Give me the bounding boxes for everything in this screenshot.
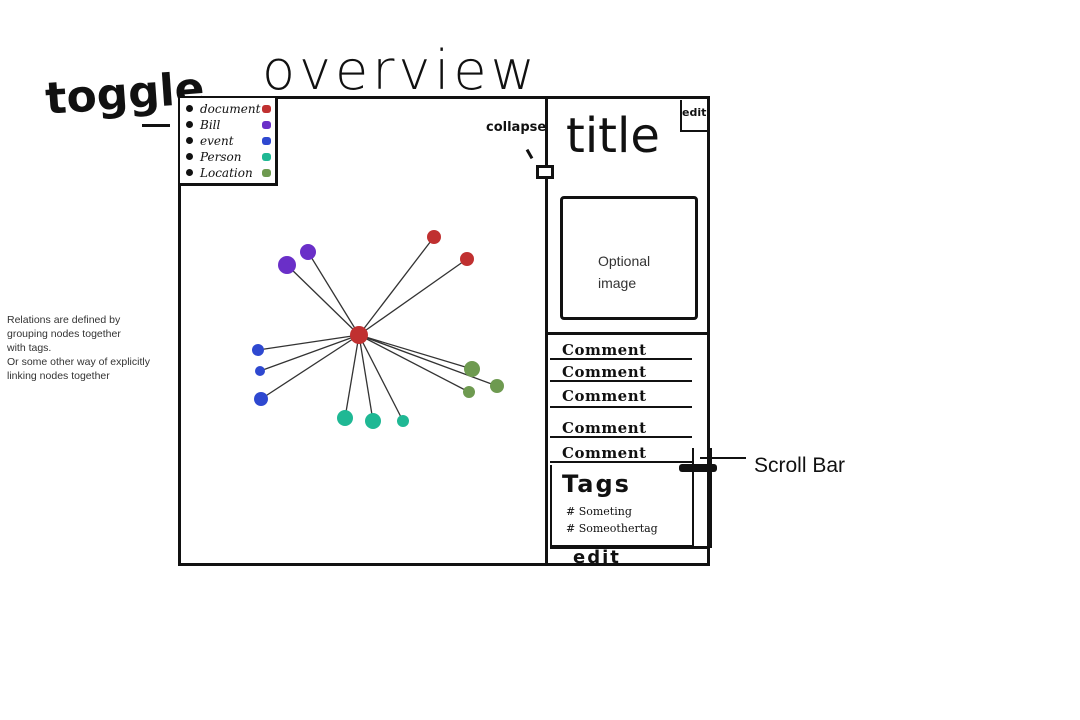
graph-edge xyxy=(307,251,360,336)
note-line: linking nodes together xyxy=(7,370,110,382)
graph-nodes xyxy=(252,230,504,429)
graph-node-document[interactable] xyxy=(460,252,474,266)
graph-node-bill[interactable] xyxy=(278,256,296,274)
scrollbar-thumb[interactable] xyxy=(679,464,717,472)
edit-title-button[interactable] xyxy=(680,100,707,132)
bullet-icon xyxy=(186,121,193,128)
graph-node-person[interactable] xyxy=(337,410,353,426)
bullet-icon xyxy=(186,169,193,176)
legend-item-label: Location xyxy=(200,166,253,180)
bullet-icon xyxy=(186,153,193,160)
toggle-pointer xyxy=(142,124,170,127)
color-swatch-icon xyxy=(262,137,271,145)
relations-note: Relations are defined by grouping nodes … xyxy=(7,313,177,383)
graph-node-person[interactable] xyxy=(397,415,409,427)
graph-edge xyxy=(286,264,360,336)
divider xyxy=(548,332,710,335)
graph-edge xyxy=(358,258,468,336)
note-line: Relations are defined by xyxy=(7,314,121,326)
image-placeholder xyxy=(560,196,698,320)
node-graph[interactable] xyxy=(180,190,520,450)
edit-title-label: edit xyxy=(682,106,707,119)
color-swatch-icon xyxy=(262,121,271,129)
scrollbar-track[interactable] xyxy=(692,448,712,548)
panel-edit-button[interactable]: edit xyxy=(573,547,621,568)
comment-item[interactable]: Comment xyxy=(550,418,692,438)
graph-edge xyxy=(260,334,360,400)
tags-heading: Tags xyxy=(562,470,631,498)
legend-item-label: event xyxy=(200,134,234,148)
collapse-button[interactable] xyxy=(536,165,554,179)
graph-node-location[interactable] xyxy=(463,386,475,398)
graph-edge xyxy=(257,334,360,351)
legend-item-bill[interactable]: Bill xyxy=(186,117,274,133)
legend-item-label: Person xyxy=(200,150,242,164)
comment-item[interactable]: Comment xyxy=(550,340,692,360)
legend-toggle[interactable]: document Bill event Person Location xyxy=(180,98,278,186)
legend-item-location[interactable]: Location xyxy=(186,165,274,181)
graph-edges xyxy=(257,236,498,422)
scrollbar-annotation: Scroll Bar xyxy=(754,454,846,477)
color-swatch-icon xyxy=(262,169,271,177)
graph-node-document[interactable] xyxy=(427,230,441,244)
side-panel xyxy=(545,99,708,565)
note-line: Or some other way of explicitly xyxy=(7,356,150,368)
graph-node-event[interactable] xyxy=(255,366,265,376)
page-title: overview xyxy=(262,39,539,102)
divider xyxy=(550,546,710,549)
tag-item[interactable]: # Someting xyxy=(566,505,632,518)
panel-title: title xyxy=(566,108,660,164)
legend-item-person[interactable]: Person xyxy=(186,149,274,165)
legend-item-label: document xyxy=(200,102,261,116)
collapse-annotation: collapse xyxy=(486,120,547,135)
main-frame xyxy=(178,96,710,566)
graph-edge xyxy=(259,334,360,372)
graph-edge xyxy=(358,236,435,336)
graph-edge xyxy=(358,334,404,422)
graph-edge xyxy=(358,334,498,387)
graph-node-location[interactable] xyxy=(490,379,504,393)
note-line: with tags. xyxy=(7,342,52,354)
tag-item[interactable]: # Someothertag xyxy=(566,522,658,535)
color-swatch-icon xyxy=(262,153,271,161)
color-swatch-icon xyxy=(262,105,271,113)
graph-node-event[interactable] xyxy=(252,344,264,356)
comment-item[interactable]: Comment xyxy=(550,386,692,408)
graph-node-event[interactable] xyxy=(254,392,268,406)
graph-edge xyxy=(344,334,360,419)
graph-node-bill[interactable] xyxy=(300,244,316,260)
image-placeholder-text: Optional image xyxy=(598,253,651,291)
scrollbar-pointer xyxy=(700,457,746,459)
graph-edge xyxy=(358,334,374,422)
legend-item-event[interactable]: event xyxy=(186,133,274,149)
graph-node-center[interactable] xyxy=(350,326,368,344)
note-line: grouping nodes together xyxy=(7,328,121,340)
graph-node-person[interactable] xyxy=(365,413,381,429)
comment-item[interactable]: Comment xyxy=(550,362,692,382)
graph-node-location[interactable] xyxy=(464,361,480,377)
legend-item-label: Bill xyxy=(200,118,221,132)
comment-item[interactable]: Comment xyxy=(550,443,692,463)
graph-edge xyxy=(358,334,473,370)
bullet-icon xyxy=(186,137,193,144)
graph-edge xyxy=(358,334,470,393)
bullet-icon xyxy=(186,105,193,112)
legend-item-document[interactable]: document xyxy=(186,101,274,117)
